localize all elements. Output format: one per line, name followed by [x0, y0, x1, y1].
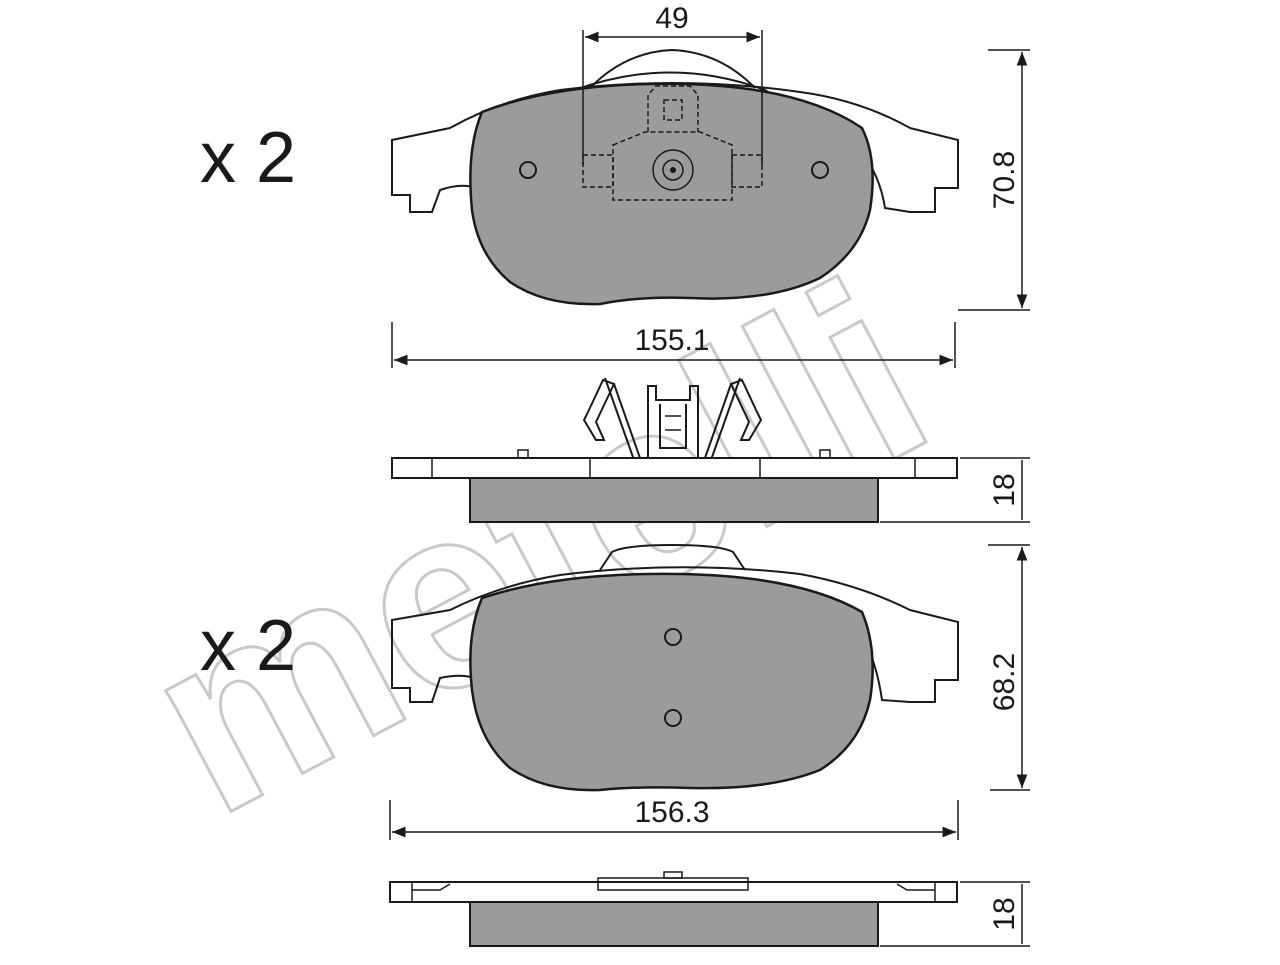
top-friction-pad: [469, 82, 874, 306]
top-quantity-label: x 2: [200, 118, 296, 198]
dim-bottom-height-label: 68.2: [988, 653, 1021, 711]
bottom-pad-hole-bottom: [664, 709, 682, 727]
top-pad-hole-right: [811, 161, 829, 179]
top-wear-sensor: [582, 85, 763, 201]
top-pad-hole-left: [519, 161, 537, 179]
top-pad-front-view: 49 155.1 70.8 x 2: [200, 2, 1030, 368]
top-pad-side-view: 18: [391, 377, 1030, 523]
dim-bottom-width-label: 156.3: [634, 796, 709, 829]
dim-top-width-label: 155.1: [634, 324, 709, 357]
dim-top-height-label: 70.8: [988, 151, 1021, 209]
bottom-side-backing-plate: [389, 881, 958, 903]
bottom-side-friction-layer: [469, 901, 879, 947]
dim-bottom-thickness-label: 18: [988, 897, 1021, 930]
bottom-pad-hole-top: [664, 628, 682, 646]
bottom-quantity-label: x 2: [200, 606, 296, 686]
bottom-tab-bump: [599, 543, 746, 571]
top-side-friction-layer: [469, 477, 879, 523]
top-side-backing-plate: [391, 457, 958, 479]
bottom-pad-front-view: 156.3 68.2 x 2: [200, 543, 1030, 840]
dim-sensor-label: 49: [655, 2, 688, 35]
dim-top-thickness-label: 18: [988, 473, 1021, 506]
top-sensor-bump: [589, 48, 756, 89]
top-spring-clip: [582, 377, 763, 461]
bottom-friction-pad: [469, 572, 874, 792]
bottom-pad-side-view: 18: [389, 871, 1030, 947]
